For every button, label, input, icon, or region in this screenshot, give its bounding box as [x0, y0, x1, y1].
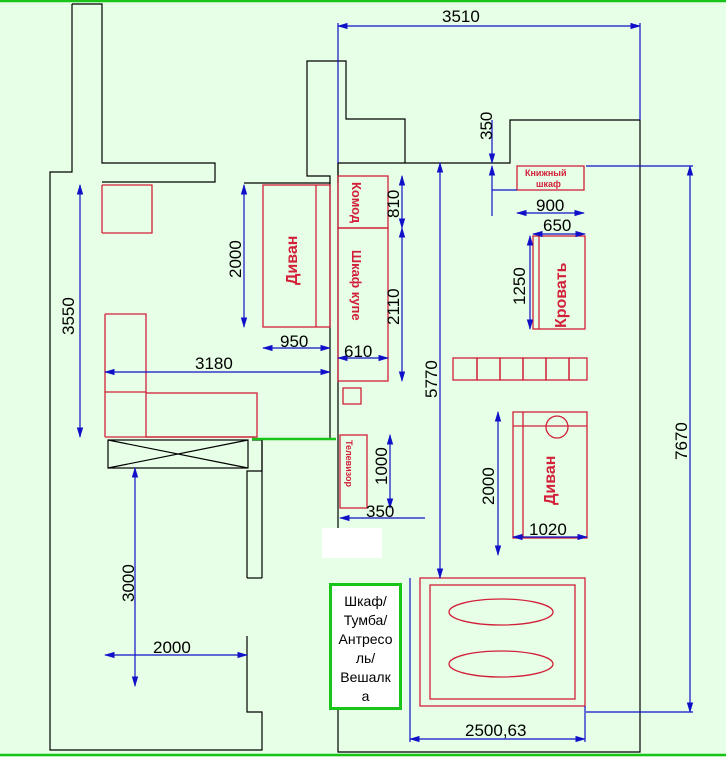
label-wardrobe: Шкаф купе	[349, 250, 364, 321]
sofa-1	[262, 184, 331, 328]
bookshelf	[516, 165, 585, 191]
dim-corridor-length: 3000	[119, 564, 138, 602]
dim-total-depth: 7670	[672, 422, 691, 460]
dim-wardrobe-width: 610	[344, 342, 372, 361]
dim-niche: 350	[477, 112, 496, 140]
dim-sofa2-width: 1020	[529, 520, 567, 539]
furniture-labels: Книжный шкаф Комод Шкаф купе Диван Крова…	[284, 168, 570, 505]
dim-wardrobe-length: 2110	[384, 288, 403, 325]
dim-bookshelf: 900	[536, 196, 564, 215]
bath	[419, 577, 586, 707]
dim-room-depth: 5770	[422, 360, 441, 398]
wardrobe	[337, 227, 389, 382]
furniture	[101, 165, 588, 707]
label-sofa-1: Диван	[284, 236, 301, 285]
storage-note-line: ль/	[355, 650, 376, 666]
dim-tv-width: 350	[366, 502, 394, 521]
storage-note-box: Шкаф/ Тумба/ Антресо ль/ Вешалк а	[329, 583, 402, 710]
dim-sofa1-length: 2000	[226, 240, 245, 278]
label-bookshelf-2: шкаф	[536, 179, 561, 189]
radiator	[452, 357, 588, 381]
dim-sofa1-width: 950	[280, 332, 308, 351]
label-bed: Кровать	[553, 262, 570, 328]
wall-gap	[322, 528, 382, 558]
storage-note-line: Тумба/	[343, 612, 388, 628]
label-bookshelf-1: Книжный	[525, 168, 567, 178]
dim-bed-width: 650	[543, 216, 571, 235]
dim-corridor-width: 2000	[153, 638, 191, 657]
label-dresser: Комод	[349, 182, 364, 224]
dim-sofa2-length: 2000	[479, 467, 498, 505]
dim-top-width: 3510	[442, 7, 480, 26]
storage-note-line: Шкаф/	[344, 593, 387, 609]
dim-left-width: 3180	[195, 354, 233, 373]
dim-bathroom-width: 2500,63	[465, 721, 526, 740]
label-sofa-2: Диван	[542, 456, 559, 505]
tv-unit	[339, 434, 368, 509]
dimensions: 3510 350 900 650 1250 3550 3180 2000 950…	[59, 7, 694, 743]
dim-tv-length: 1000	[372, 447, 391, 485]
label-tv: Телевизор	[344, 440, 354, 487]
storage-note-line: а	[361, 688, 370, 704]
dim-bed-length: 1250	[510, 267, 529, 305]
storage-note-line: Антресо	[338, 631, 393, 647]
dim-dresser: 810	[384, 190, 403, 218]
dim-left-height: 3550	[59, 297, 78, 335]
storage-note-line: Вешалк	[340, 669, 391, 685]
